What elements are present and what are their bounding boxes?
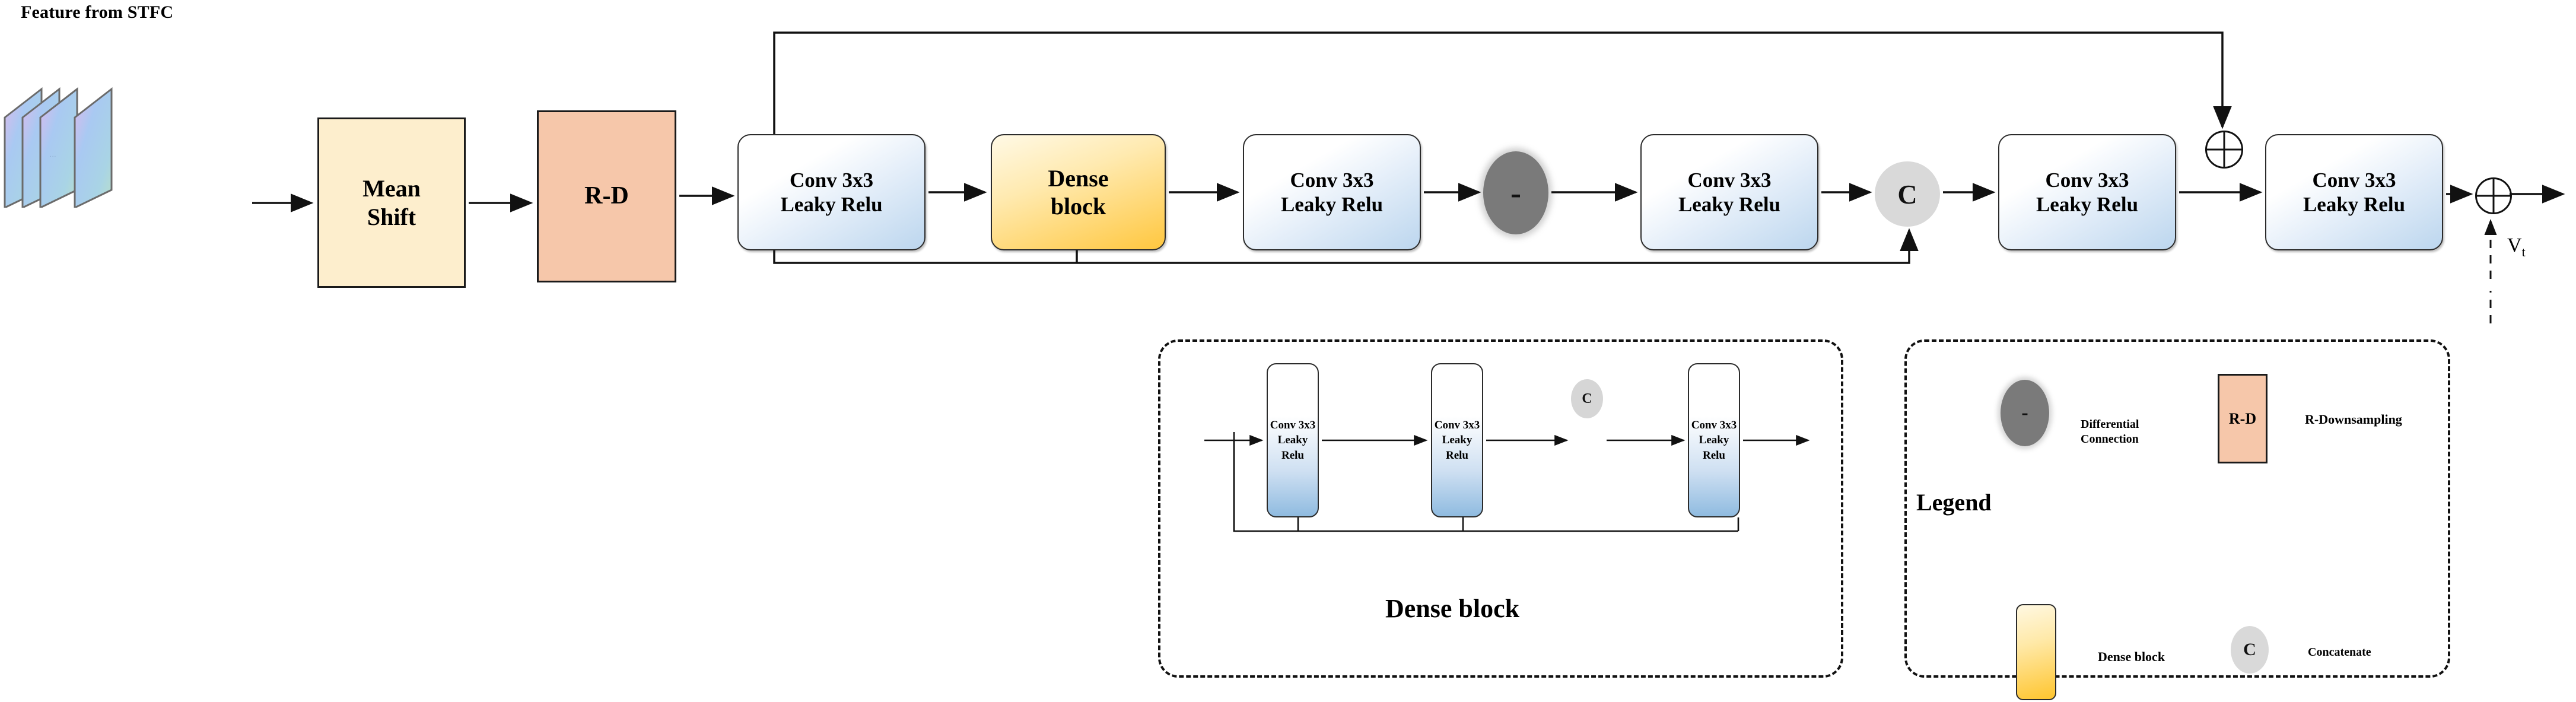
legend-dense-icon [2016, 604, 2056, 700]
dense-inner-conv-1[interactable]: Conv 3x3 Leaky Relu [1267, 363, 1319, 517]
r-d-label: R-D [584, 182, 629, 210]
legend-rd-glyph: R-D [2228, 409, 2257, 427]
output-label-main: V [2507, 234, 2522, 256]
dense-inner-conv-3-line-3: Relu [1703, 449, 1725, 462]
legend-title: Legend [1916, 489, 1992, 516]
dense-inner-concat-node[interactable]: C [1571, 379, 1603, 418]
dense-inner-conv-2-line-3: Relu [1446, 449, 1468, 462]
feature-stack-ellipsis: ... [50, 151, 57, 158]
wire-top-skip-to-add1 [773, 31, 2232, 134]
feature-plane-4 [74, 87, 113, 208]
dense-inner-conv-2-line-1: Conv 3x3 [1434, 418, 1480, 431]
conv-2-label-2: Leaky Relu [1280, 193, 1384, 216]
conv-3-label-2: Leaky Relu [1678, 193, 1781, 216]
dense-inner-conv-3-line-2: Leaky [1699, 434, 1729, 447]
legend-minus-label-line-2: Connection [2081, 433, 2139, 446]
subtract-node[interactable]: - [1483, 151, 1548, 234]
legend-concat-icon: C [2231, 626, 2269, 674]
conv-4-label-1: Conv 3x3 [2045, 168, 2129, 192]
conv-1-label-2: Leaky Relu [780, 193, 883, 216]
dense-inner-conv-3[interactable]: Conv 3x3 Leaky Relu [1688, 363, 1740, 517]
dense-inner-concat-glyph: C [1582, 390, 1592, 406]
page-title: Feature from STFC [21, 2, 174, 22]
mean-shift-label-1: Mean [362, 175, 421, 202]
conv-5-label-1: Conv 3x3 [2312, 168, 2396, 192]
mean-shift-block[interactable]: Mean Shift [317, 117, 466, 288]
legend-minus-label-line-1: Differential [2081, 418, 2139, 431]
conv-block-2[interactable]: Conv 3x3 Leaky Relu [1243, 134, 1421, 250]
concat-glyph: C [1897, 179, 1917, 209]
add-node-2[interactable] [2475, 177, 2512, 214]
legend-rd-label: R-Downsampling [2305, 412, 2402, 427]
dense-inner-conv-3-line-1: Conv 3x3 [1691, 418, 1737, 431]
dense-label-2: block [1050, 193, 1106, 220]
dense-inner-conv-1-line-1: Conv 3x3 [1270, 418, 1316, 431]
subtract-glyph: - [1510, 175, 1521, 211]
conv-block-1[interactable]: Conv 3x3 Leaky Relu [737, 134, 926, 250]
conv-5-label-2: Leaky Relu [2303, 193, 2406, 216]
conv-1-label-1: Conv 3x3 [790, 168, 873, 192]
output-label: Vt [2507, 234, 2526, 260]
legend-concat-label: Concatenate [2308, 646, 2371, 659]
conv-4-label-2: Leaky Relu [2036, 193, 2139, 216]
dense-inner-conv-1-line-3: Relu [1281, 449, 1304, 462]
dense-block-panel-caption: Dense block [1385, 594, 1520, 623]
conv-3-label-1: Conv 3x3 [1687, 168, 1772, 192]
add-node-1[interactable] [2205, 131, 2243, 169]
legend-concat-glyph: C [2243, 640, 2256, 659]
conv-block-3[interactable]: Conv 3x3 Leaky Relu [1640, 134, 1818, 250]
legend-minus-icon: - [2001, 380, 2049, 446]
concat-node[interactable]: C [1875, 161, 1940, 227]
output-label-sub: t [2521, 244, 2526, 259]
conv-2-label-1: Conv 3x3 [1290, 168, 1374, 192]
legend-minus-label: Differential Connection [2081, 417, 2139, 447]
legend-panel [1904, 339, 2450, 678]
dense-inner-conv-2[interactable]: Conv 3x3 Leaky Relu [1431, 363, 1483, 517]
conv-block-4[interactable]: Conv 3x3 Leaky Relu [1998, 134, 2176, 250]
legend-dense-label: Dense block [2098, 649, 2165, 664]
dense-label-1: Dense [1048, 164, 1109, 192]
dense-inner-conv-2-line-2: Leaky [1442, 434, 1473, 447]
dense-block-panel [1158, 339, 1843, 678]
mean-shift-label-2: Shift [367, 203, 416, 230]
r-d-block[interactable]: R-D [537, 110, 676, 282]
legend-rd-icon: R-D [2218, 374, 2267, 463]
legend-minus-glyph: - [2021, 402, 2028, 424]
conv-block-5[interactable]: Conv 3x3 Leaky Relu [2265, 134, 2443, 250]
dense-inner-conv-1-line-2: Leaky [1277, 434, 1308, 447]
dense-block-node[interactable]: Dense block [991, 134, 1166, 250]
